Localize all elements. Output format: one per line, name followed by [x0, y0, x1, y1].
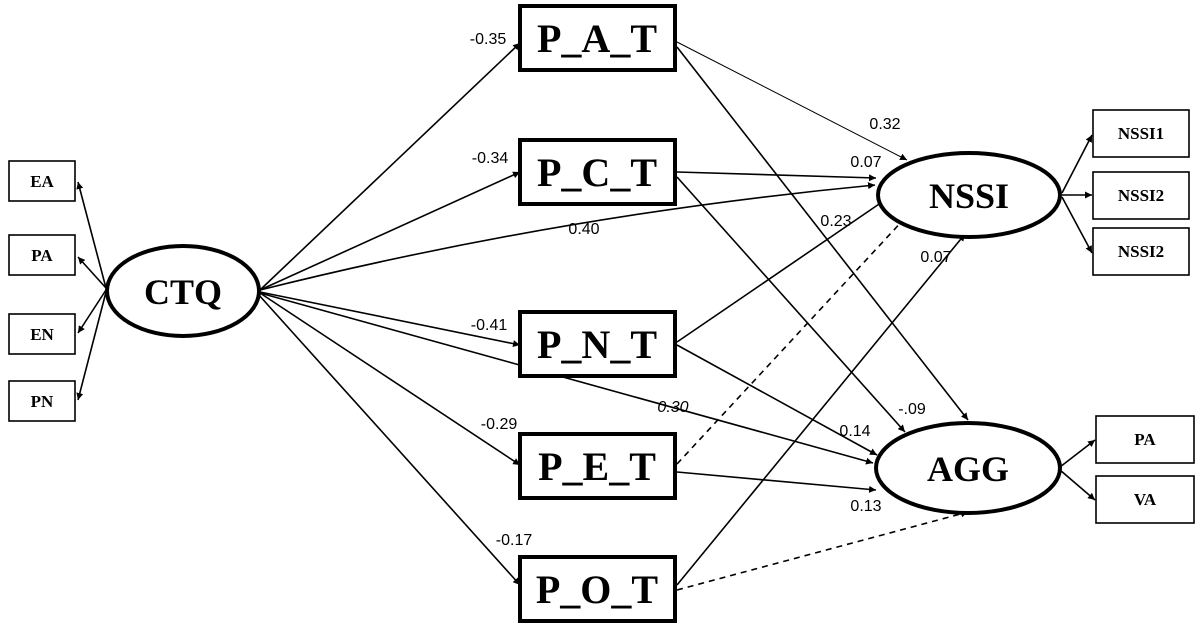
- latent-nssi: NSSI: [876, 151, 1062, 239]
- indicator-nssi1-label: NSSI1: [1118, 124, 1164, 143]
- mediator-pot-label: P_O_T: [536, 567, 659, 612]
- indicator-agg-pa: PA: [1095, 415, 1195, 464]
- latent-agg: AGG: [874, 421, 1062, 515]
- indicator-ea-label: EA: [30, 172, 54, 191]
- indicator-nssi2a-label: NSSI2: [1118, 186, 1164, 205]
- indicator-en-label: EN: [30, 325, 54, 344]
- coef-pnt-agg: 0.14: [839, 423, 870, 440]
- indicator-nssi2b-label: NSSI2: [1118, 242, 1164, 261]
- mediator-pet-label: P_E_T: [538, 444, 656, 489]
- indicator-agg-pa-label: PA: [1134, 430, 1156, 449]
- path-ctq-pot: [257, 293, 521, 586]
- coef-pnt-nssi: 0.23: [820, 213, 851, 230]
- path-pet-agg: [676, 471, 877, 493]
- indicator-agg-va: VA: [1095, 475, 1195, 524]
- coef-ctq-pot: -0.17: [496, 532, 533, 549]
- path-ctq-pa: [77, 256, 107, 289]
- path-ctq-pnt: [259, 291, 521, 348]
- path-pct-agg: [676, 176, 906, 433]
- path-ctq-pn: [76, 291, 107, 401]
- path-pnt-agg: [676, 344, 878, 456]
- indicator-pn: PN: [8, 380, 76, 422]
- path-pet-nssi: [676, 217, 906, 465]
- path-agg-pa: [1059, 439, 1096, 468]
- indicator-nssi1: NSSI1: [1092, 109, 1190, 158]
- coef-ctq-pct: -0.34: [472, 150, 509, 167]
- mediator-pot: P_O_T: [518, 555, 677, 623]
- mediator-pct: P_C_T: [518, 138, 677, 206]
- path-pat-agg: [676, 46, 969, 421]
- path-ctq-ea: [76, 181, 107, 289]
- indicator-en: EN: [8, 313, 76, 355]
- mediators: P_A_T P_C_T P_N_T P_E_T P_O_T: [518, 4, 677, 623]
- nssi-indicators: NSSI1 NSSI2 NSSI2: [1092, 109, 1190, 276]
- paths: [76, 41, 1096, 591]
- path-ctq-pet: [259, 292, 521, 466]
- path-ctq-nssi: [259, 182, 876, 291]
- coef-pat-nssi: 0.32: [869, 116, 900, 133]
- mediator-pct-label: P_C_T: [537, 150, 657, 195]
- indicator-nssi2a: NSSI2: [1092, 171, 1190, 220]
- coef-ctq-pet: -0.29: [481, 416, 518, 433]
- indicator-pn-label: PN: [31, 392, 54, 411]
- ctq-indicators: EA PA EN PN: [8, 160, 76, 422]
- mediator-pnt: P_N_T: [518, 310, 677, 378]
- indicator-pa: PA: [8, 234, 76, 276]
- mediator-pet: P_E_T: [518, 432, 677, 500]
- mediator-pat: P_A_T: [518, 4, 677, 72]
- coef-ctq-pnt: -0.41: [471, 317, 508, 334]
- path-ctq-en: [77, 289, 107, 334]
- coef-pat-agg: -.09: [898, 401, 926, 418]
- coef-ctq-nssi: 0.40: [568, 221, 599, 238]
- coefficients: -0.35 -0.34 0.40 -0.41 0.30 -0.29 -0.17 …: [470, 31, 952, 549]
- latent-ctq-label: CTQ: [144, 272, 222, 312]
- path-agg-va: [1059, 469, 1096, 501]
- path-pnt-nssi: [676, 199, 886, 343]
- path-nssi-nssi2b: [1061, 196, 1093, 254]
- path-nssi-nssi1: [1061, 134, 1093, 194]
- indicator-ea: EA: [8, 160, 76, 202]
- latent-nssi-label: NSSI: [929, 176, 1009, 216]
- indicator-agg-va-label: VA: [1134, 490, 1157, 509]
- agg-indicators: PA VA: [1095, 415, 1195, 524]
- indicator-pa-label: PA: [31, 246, 53, 265]
- coef-pet-agg: 0.13: [850, 498, 881, 515]
- path-ctq-pat: [259, 42, 521, 291]
- coef-pot-nssi: 0.07: [920, 249, 951, 266]
- latent-ctq: CTQ: [105, 244, 261, 338]
- indicator-nssi2b: NSSI2: [1092, 227, 1190, 276]
- path-pot-nssi: [676, 233, 966, 586]
- mediator-pnt-label: P_N_T: [537, 322, 657, 367]
- mediator-pat-label: P_A_T: [537, 16, 657, 61]
- latent-agg-label: AGG: [927, 449, 1009, 489]
- coef-ctq-pat: -0.35: [470, 31, 507, 48]
- path-pat-nssi: [676, 41, 908, 161]
- coef-pct-nssi: 0.07: [850, 154, 881, 171]
- path-ctq-pct: [259, 171, 521, 291]
- coef-ctq-agg: 0.30: [657, 399, 688, 416]
- path-pot-agg: [676, 510, 969, 591]
